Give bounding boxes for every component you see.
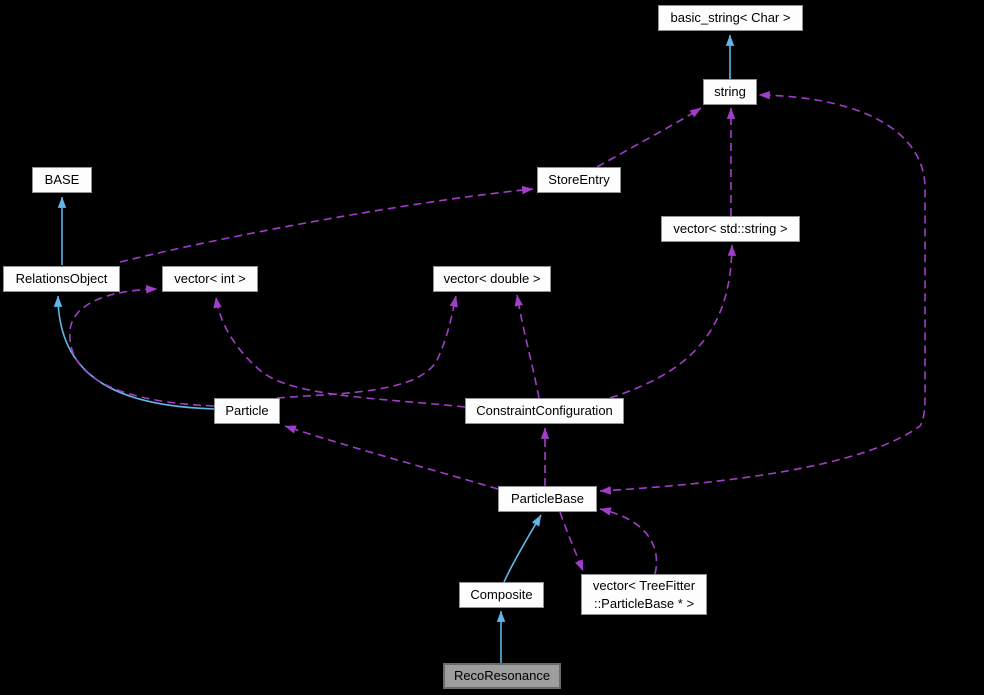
node-composite[interactable]: Composite	[459, 582, 544, 608]
node-vector-double[interactable]: vector< double >	[433, 266, 551, 292]
edge-particlebase-string-long	[599, 90, 926, 495]
edge-particle-to-vectordouble	[276, 295, 458, 399]
node-vector-treefitter-particlebase[interactable]: vector< TreeFitter ::ParticleBase * >	[581, 574, 707, 615]
node-constraint-configuration[interactable]: ConstraintConfiguration	[465, 398, 624, 424]
node-particle[interactable]: Particle	[214, 398, 280, 424]
edge-storeentry-to-string	[596, 107, 702, 168]
node-relations-object[interactable]: RelationsObject	[3, 266, 120, 292]
edge-particle-to-relationsobject	[53, 295, 215, 410]
edge-vectortreefitter-to-particlebase	[599, 507, 658, 575]
edge-relationsobject-to-storeentry	[119, 185, 534, 263]
edge-constraintconfiguration-to-vectorint	[213, 296, 466, 408]
node-store-entry[interactable]: StoreEntry	[537, 167, 621, 193]
node-base[interactable]: BASE	[32, 167, 92, 193]
edge-composite-to-particlebase	[503, 514, 542, 583]
node-vector-int[interactable]: vector< int >	[162, 266, 258, 292]
node-string[interactable]: string	[703, 79, 757, 105]
edge-constraintconfiguration-to-vectordouble	[514, 294, 540, 399]
node-particle-base[interactable]: ParticleBase	[498, 486, 597, 512]
edge-constraintconfiguration-to-vectorstdstring	[609, 244, 737, 399]
edge-particle-to-vectorint	[69, 285, 215, 407]
edge-particlebase-to-vectortreefitter	[559, 511, 584, 572]
node-vector-std-string[interactable]: vector< std::string >	[661, 216, 800, 242]
edge-particlebase-to-particle	[284, 425, 499, 490]
node-basic-string[interactable]: basic_string< Char >	[658, 5, 803, 31]
node-reco-resonance[interactable]: RecoResonance	[443, 663, 561, 689]
